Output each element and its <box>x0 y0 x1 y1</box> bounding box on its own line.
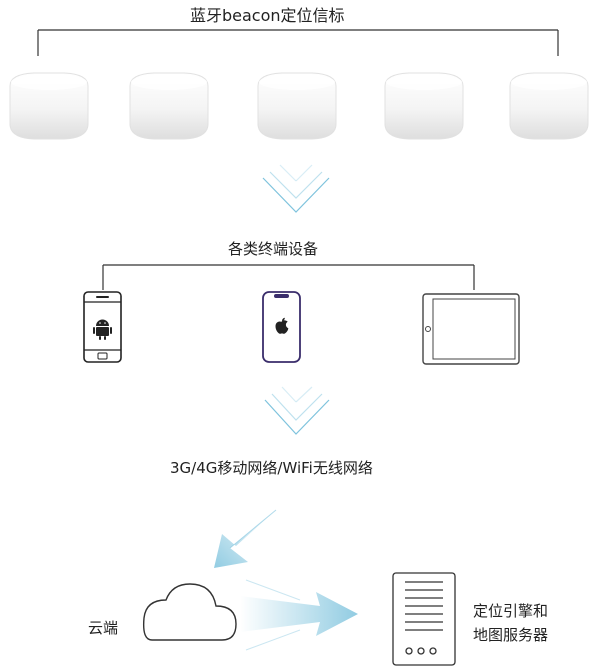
beacon-device <box>257 72 337 140</box>
android-icon <box>93 319 112 340</box>
down-arrow-icon <box>262 164 330 213</box>
beacon-title: 蓝牙beacon定位信标 <box>190 6 345 25</box>
down-arrow-icon <box>264 386 330 435</box>
tablet-icon <box>422 293 520 365</box>
server-label-line2: 地图服务器 <box>473 626 549 644</box>
devices-title: 各类终端设备 <box>228 240 319 258</box>
apple-icon <box>275 317 289 334</box>
network-label: 3G/4G移动网络/WiFi无线网络 <box>170 459 373 477</box>
server-icon <box>392 572 456 666</box>
iphone-icon <box>262 291 301 363</box>
down-left-arrow-icon <box>214 509 277 568</box>
beacon-device <box>9 72 89 140</box>
beacon-bracket <box>37 29 559 56</box>
cloud-label: 云端 <box>88 619 119 637</box>
cloud-icon <box>142 583 237 641</box>
beacon-device <box>509 72 589 140</box>
android-phone-icon <box>83 291 122 363</box>
devices-bracket <box>102 264 475 290</box>
server-label-line1: 定位引擎和 <box>473 602 549 620</box>
beacon-device <box>129 72 209 140</box>
beacon-device <box>384 72 464 140</box>
right-arrow-icon <box>240 579 358 651</box>
